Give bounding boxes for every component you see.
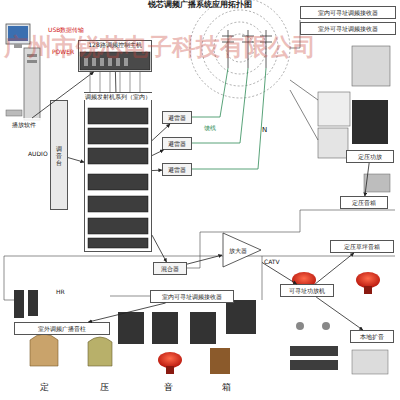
connector-line (187, 255, 222, 264)
node-text: 放大器 (229, 247, 255, 254)
signal-name: CATV (264, 258, 280, 266)
connector-line (152, 235, 166, 262)
connector-line (115, 72, 117, 92)
signal-name: 馈线 (204, 124, 216, 132)
connector-line (152, 170, 162, 171)
signal-name: USB数据传输 (48, 26, 84, 34)
speaker-box: 定压草坪音箱 (330, 240, 394, 253)
signal-name: N (262, 126, 267, 135)
transmitter-rack-units (88, 108, 148, 248)
connector-line (88, 303, 165, 322)
signal-name: HR (56, 288, 65, 296)
combiner-box: 混合器 (153, 262, 187, 275)
node-text: 调音台 (55, 145, 64, 166)
receiver-box: 室内可寻址调频接收器 (150, 290, 234, 303)
receiver-devices (318, 46, 390, 192)
node-text: 室内可寻址调频接收器 (161, 293, 223, 300)
caption-char: 箱 (222, 382, 231, 393)
connector-line (316, 297, 363, 330)
connector-line (315, 253, 354, 284)
amplifier-shape (223, 233, 261, 267)
speaker-box: 室外调频广播音柱 (14, 322, 110, 335)
node-text: 室外可寻址调频接收器 (317, 25, 379, 32)
node-text: 定压功放 (357, 153, 383, 160)
surge-arrester: 避雷器 (162, 163, 192, 176)
amplifier-box: 可寻址功放机 (280, 284, 334, 297)
connector-line (365, 163, 369, 196)
feeder-lines (192, 68, 266, 169)
node-text: 室内可寻址调频接收器 (317, 9, 379, 16)
speaker-box: 定压音箱 (340, 196, 388, 209)
signal-name: AUDIO (28, 150, 48, 158)
computer-node: 播放软件 (2, 118, 46, 130)
connector-line (262, 262, 297, 284)
node-text: 避雷器 (167, 114, 187, 121)
surge-arrester: 避雷器 (162, 111, 192, 124)
amplifier-triangle: 放大器 (222, 232, 262, 268)
node-text: 定压草坪音箱 (343, 243, 381, 250)
connector-line (68, 158, 84, 163)
node-text: 播放软件 (11, 121, 37, 128)
node-text: 可寻址功放机 (288, 287, 326, 294)
caption-char: 音 (164, 382, 173, 393)
garden-speakers (30, 334, 230, 374)
transmitter-rack: 调频发射机系列（室内） (84, 92, 152, 252)
node-text: 室外调频广播音柱 (37, 325, 87, 332)
receiver-box: 室内可寻址调频接收器 (300, 6, 396, 19)
amplifier-box: 定压功放 (346, 150, 394, 163)
bus-lines (4, 210, 395, 300)
caption-char: 定 (40, 382, 49, 393)
controller-cables (90, 72, 140, 92)
speaker-box: 本地扩音 (350, 330, 394, 343)
caption-char: 压 (100, 382, 109, 393)
node-text: 避雷器 (167, 166, 187, 173)
node-text: 避雷器 (167, 140, 187, 147)
node-text: 调频发射机系列（室内） (84, 93, 152, 100)
node-text: 定压音箱 (351, 199, 377, 206)
surge-arrester: 避雷器 (162, 137, 192, 150)
node-text: 本地扩音 (359, 333, 385, 340)
diagram-title: 锐芯调频广播系统应用拓扑图 (0, 1, 400, 8)
connector-line (152, 150, 164, 156)
mixing-desk: 调音台 (50, 100, 68, 210)
node-text: 混合器 (160, 265, 180, 272)
watermark: 广州市锐芯电子科技有限公司 (4, 34, 316, 60)
